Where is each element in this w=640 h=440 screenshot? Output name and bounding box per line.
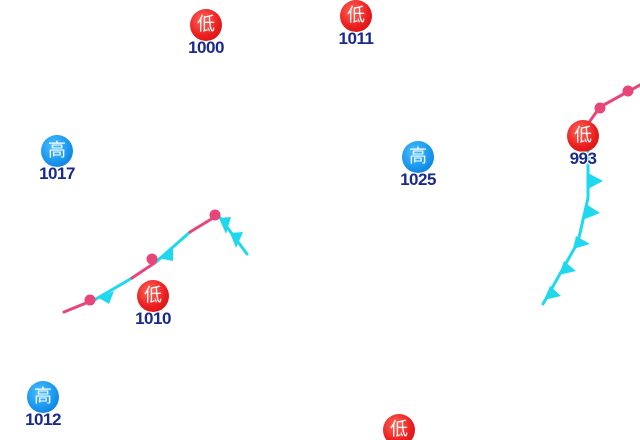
pressure-value: 1025 (400, 170, 436, 189)
pressure-center-low-1000[interactable]: 低 1000 (171, 9, 241, 57)
pressure-value: 1000 (188, 38, 224, 57)
high-pressure-icon: 高 (41, 135, 73, 167)
cold-front-triangle (230, 232, 243, 248)
warm-front-segment (130, 260, 158, 280)
cold-front-triangle (588, 173, 603, 189)
warm-front-semicircle (594, 102, 606, 114)
warm-front-semicircle (146, 253, 158, 265)
low-pressure-icon: 低 (340, 0, 372, 32)
cold-front-triangle (158, 247, 173, 261)
pressure-center-low-partial[interactable]: 低 (364, 414, 434, 440)
pressure-value: 1012 (25, 410, 61, 429)
cold-front-triangle (559, 261, 576, 275)
pressure-center-high-1017[interactable]: 高 1017 (22, 135, 92, 183)
cold-front-triangle (219, 217, 231, 234)
high-pressure-icon: 高 (402, 141, 434, 173)
low-pressure-icon: 低 (567, 120, 599, 152)
cold-front-triangle (99, 291, 114, 304)
pressure-value: 1011 (338, 29, 374, 48)
pressure-value: 1010 (135, 309, 171, 328)
pressure-value: 1017 (39, 164, 75, 183)
high-pressure-icon: 高 (27, 381, 59, 413)
pressure-center-high-1012[interactable]: 高 1012 (8, 381, 78, 429)
warm-front-semicircle (209, 209, 221, 221)
warm-front-semicircle (622, 85, 634, 97)
warm-front-segment (598, 83, 640, 109)
warm-front-semicircle (84, 294, 96, 306)
pressure-value: 993 (569, 149, 597, 168)
pressure-center-high-1025[interactable]: 高 1025 (383, 141, 453, 189)
pressure-center-low-1010[interactable]: 低 1010 (118, 280, 188, 328)
cold-front-triangle (544, 286, 561, 300)
cold-front-segment (94, 276, 134, 301)
low-pressure-icon: 低 (190, 9, 222, 41)
pressure-center-low-1011[interactable]: 低 1011 (321, 0, 391, 48)
cold-front-triangle (585, 204, 600, 219)
low-pressure-icon: 低 (383, 414, 415, 440)
low-pressure-icon: 低 (137, 280, 169, 312)
pressure-center-low-993[interactable]: 低 993 (548, 120, 618, 168)
cold-front-triangle (573, 236, 590, 249)
